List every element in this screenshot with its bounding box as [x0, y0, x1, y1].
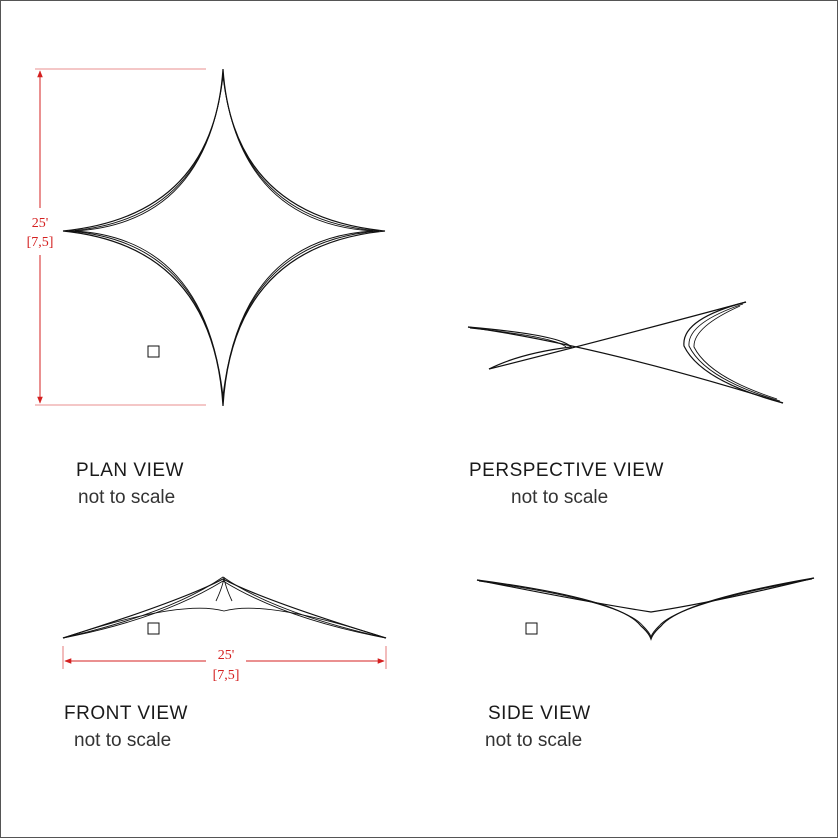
front-view: 25' [7,5] FRONT VIEW not to scale — [62, 576, 387, 751]
side-shape — [476, 577, 815, 641]
perspective-view: PERSPECTIVE VIEW not to scale — [467, 301, 784, 508]
front-view-title: FRONT VIEW — [64, 703, 188, 724]
front-dimension-feet: 25' — [218, 648, 235, 663]
front-dimension: 25' [7,5] — [62, 646, 387, 683]
plan-dimension-metric: [7,5] — [27, 235, 54, 250]
plan-star-shape — [62, 68, 386, 407]
front-shape — [62, 576, 387, 639]
plan-dimension: 25' [7,5] — [27, 68, 206, 406]
perspective-view-title: PERSPECTIVE VIEW — [469, 460, 664, 481]
plan-view-title: PLAN VIEW — [76, 460, 184, 481]
scale-figure-box — [147, 345, 160, 358]
scale-figure-box — [525, 622, 538, 635]
plan-dimension-feet: 25' — [32, 216, 49, 231]
side-view-title: SIDE VIEW — [488, 703, 591, 724]
side-view: SIDE VIEW not to scale — [476, 577, 815, 751]
plan-view: 25' [7,5] PLAN VIEW not to scale — [27, 68, 386, 508]
side-view-subtitle: not to scale — [485, 730, 582, 751]
front-view-subtitle: not to scale — [74, 730, 171, 751]
perspective-shape — [467, 301, 784, 404]
scale-figure-box — [147, 622, 160, 635]
plan-view-subtitle: not to scale — [78, 487, 175, 508]
front-dimension-metric: [7,5] — [213, 668, 240, 683]
perspective-view-subtitle: not to scale — [511, 487, 608, 508]
